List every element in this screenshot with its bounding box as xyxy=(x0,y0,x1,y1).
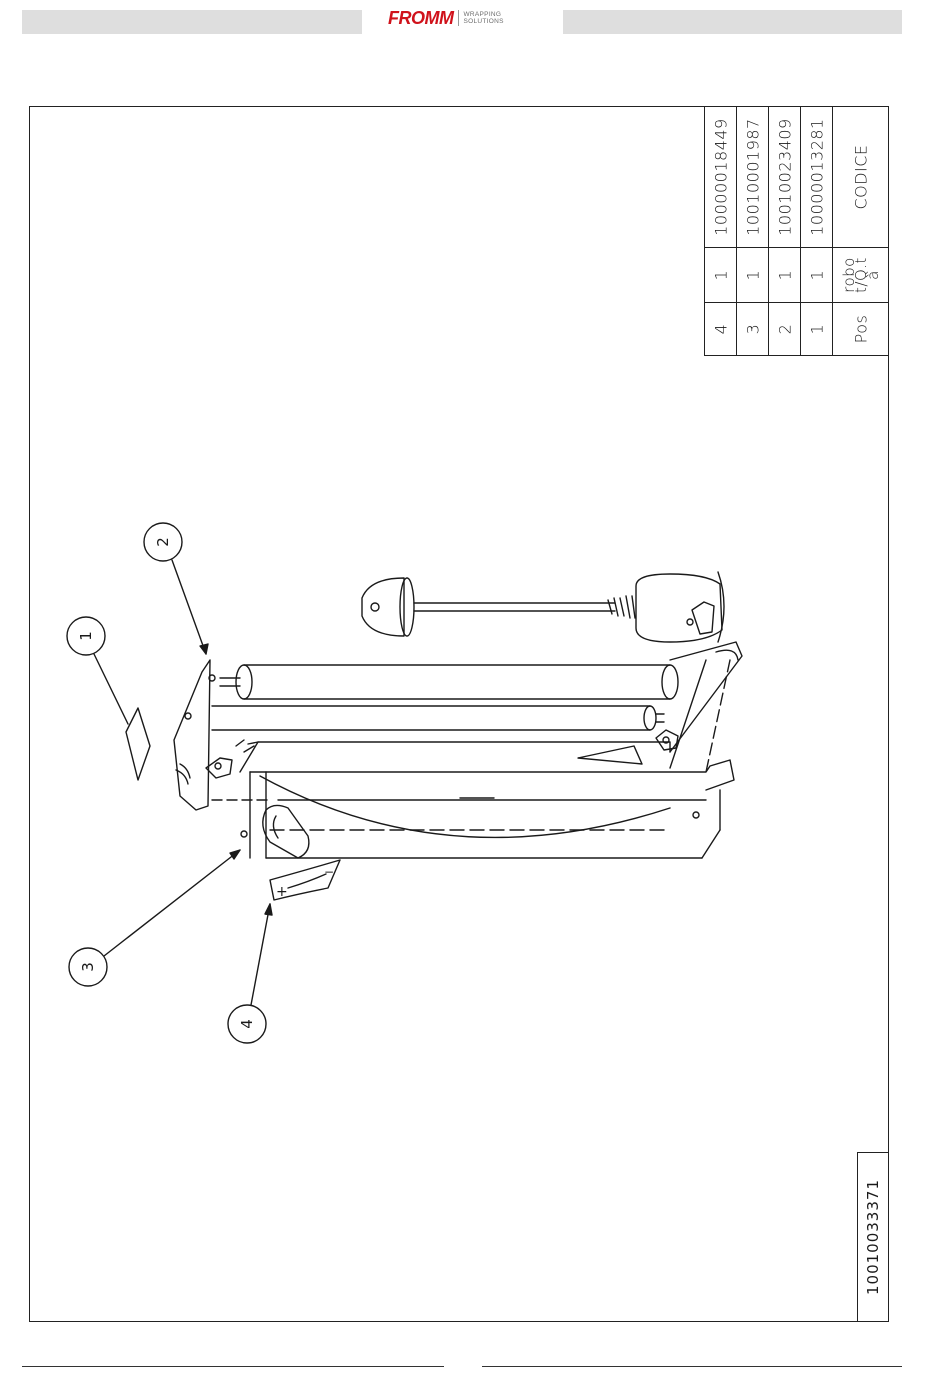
assembly-drawing: + − 1 2 3 4 xyxy=(30,360,770,1080)
table-cell-code: 10000013281 xyxy=(800,106,833,248)
logo-brand: FROMM xyxy=(388,8,453,29)
table-cell-pos: 4 xyxy=(704,302,737,356)
table-cell-pos: 3 xyxy=(736,302,769,356)
drawing-number: 10010033371 xyxy=(864,1179,882,1295)
decal-sheet xyxy=(126,708,150,780)
upper-roller xyxy=(220,665,678,699)
logo-tagline-1: WRAPPING xyxy=(463,11,501,18)
svg-text:+: + xyxy=(276,884,288,900)
code-text: 10010001987 xyxy=(743,118,762,235)
middle-roller xyxy=(212,706,664,730)
table-cell-pos: 1 xyxy=(800,302,833,356)
table-cell-qty: 1 xyxy=(736,247,769,303)
footer-line-right xyxy=(482,1366,902,1367)
adjust-label-plate: + − xyxy=(270,860,340,900)
logo-tagline: WRAPPING SOLUTIONS xyxy=(463,11,503,25)
cone-shaft xyxy=(362,572,724,642)
table-header-qty: robo t/Q.t à xyxy=(832,247,889,303)
logo-separator xyxy=(458,10,459,26)
code-text: 10010023409 xyxy=(775,118,794,235)
table-header-pos: Pos xyxy=(832,302,889,356)
side-plate xyxy=(174,660,215,810)
frame-body xyxy=(212,742,734,858)
balloon-2: 2 xyxy=(144,523,208,654)
balloon-4-label: 4 xyxy=(238,1019,256,1029)
table-cell-code: 10000018449 xyxy=(704,106,737,248)
balloon-2-label: 2 xyxy=(154,537,172,547)
svg-text:−: − xyxy=(324,865,334,879)
pos-text: 3 xyxy=(743,324,762,335)
header-code-text: CODICE xyxy=(851,144,870,209)
table-cell-code: 10010001987 xyxy=(736,106,769,248)
frame-arm xyxy=(656,642,742,772)
table-cell-pos: 2 xyxy=(768,302,801,356)
balloon-4: 4 xyxy=(228,904,272,1043)
pos-text: 4 xyxy=(711,324,730,335)
qty-text: 1 xyxy=(775,270,794,281)
qty-text: 1 xyxy=(711,270,730,281)
header-pos-text: Pos xyxy=(851,315,870,344)
balloon-1-label: 1 xyxy=(77,631,95,641)
header-bar-right xyxy=(563,10,902,34)
qty-text: 1 xyxy=(743,270,762,281)
adjust-knob xyxy=(206,740,309,858)
parts-table: 10000018449 1 4 10010001987 1 3 10010023… xyxy=(704,106,889,356)
fromm-logo: FROMM WRAPPING SOLUTIONS xyxy=(388,7,504,29)
balloon-1: 1 xyxy=(67,617,128,724)
balloon-3: 3 xyxy=(69,850,240,986)
table-cell-code: 10010023409 xyxy=(768,106,801,248)
balloon-3-label: 3 xyxy=(79,962,97,972)
table-cell-qty: 1 xyxy=(800,247,833,303)
pos-text: 2 xyxy=(775,324,794,335)
qty-text: 1 xyxy=(807,270,826,281)
header-qty-text: robo t/Q.t à xyxy=(843,255,879,295)
header-bar-left xyxy=(22,10,362,34)
code-text: 10000013281 xyxy=(807,118,826,235)
drawing-number-box: 10010033371 xyxy=(857,1152,889,1322)
table-cell-qty: 1 xyxy=(704,247,737,303)
footer-line-left xyxy=(22,1366,444,1367)
table-cell-qty: 1 xyxy=(768,247,801,303)
logo-tagline-2: SOLUTIONS xyxy=(463,18,503,25)
table-header-code: CODICE xyxy=(832,106,889,248)
code-text: 10000018449 xyxy=(711,118,730,235)
pos-text: 1 xyxy=(807,324,826,335)
